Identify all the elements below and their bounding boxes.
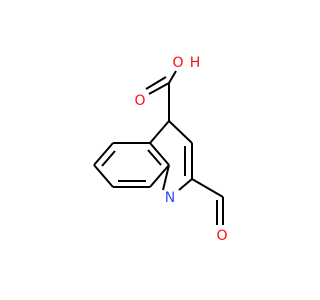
bond-c8a-c4a bbox=[149, 142, 170, 166]
molecule-drawing: O H O N O bbox=[93, 55, 228, 244]
bond-c4a-c4 bbox=[149, 120, 170, 144]
bond-c4-c3 bbox=[168, 120, 193, 144]
bond-ccooh-o-double bbox=[145, 76, 167, 90]
ring-nitrogen-label: N bbox=[165, 190, 175, 206]
bond-ccooh-oh bbox=[168, 70, 177, 84]
bond-c5-c6-inner bbox=[101, 150, 116, 167]
hydroxyl-oxygen-label: O bbox=[172, 55, 183, 71]
acid-carbonyl-oxygen-label: O bbox=[134, 93, 145, 109]
bond-c6-c7 bbox=[93, 164, 114, 188]
bond-ccooh-o bbox=[148, 82, 170, 95]
bond-c8-c8a bbox=[149, 164, 170, 188]
hydroxyl-hydrogen-label: H bbox=[190, 55, 201, 71]
aldehyde-oxygen-label: O bbox=[216, 228, 227, 244]
bond-c5-c6 bbox=[93, 142, 114, 166]
structure-diagram: O H O N O bbox=[93, 55, 228, 244]
bond-c2-cho bbox=[191, 178, 224, 198]
bond-n1-c8a bbox=[162, 164, 170, 191]
bond-c8a-c4a-inner bbox=[147, 149, 162, 166]
bond-c2-n1 bbox=[178, 178, 193, 191]
